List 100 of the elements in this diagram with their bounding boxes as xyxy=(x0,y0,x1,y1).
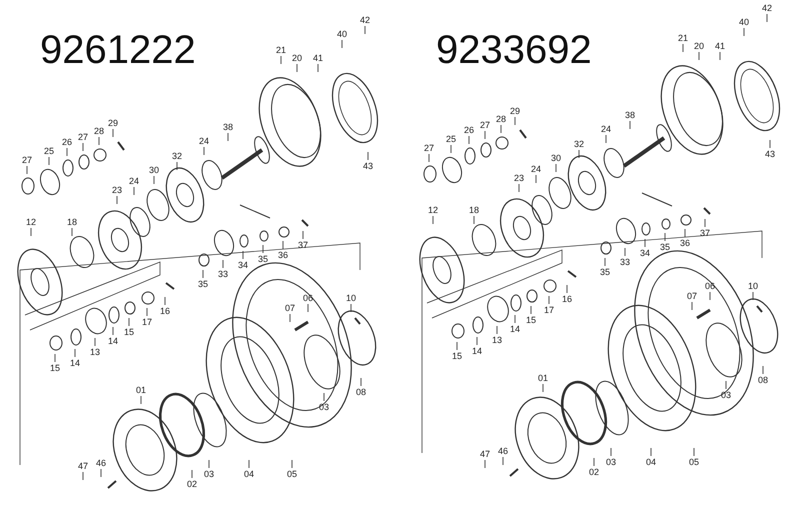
callout-number: 40 xyxy=(739,17,750,27)
callout-number: 43 xyxy=(765,149,776,159)
leader-line xyxy=(450,144,452,154)
leader-line xyxy=(542,384,544,392)
callout-number: 07 xyxy=(687,291,698,301)
callout-number: 14 xyxy=(510,324,520,334)
callout-number: 16 xyxy=(562,294,572,304)
callout-number: 24 xyxy=(531,164,542,174)
leader-line xyxy=(112,326,114,336)
callout-number: 15 xyxy=(50,363,60,373)
leader-line xyxy=(548,296,550,304)
leader-line xyxy=(566,284,568,294)
leader-line xyxy=(98,136,100,146)
callout-number: 24 xyxy=(129,176,140,186)
leader-line xyxy=(112,128,114,138)
leader-line xyxy=(500,124,502,134)
leader-line xyxy=(484,460,486,468)
leader-line xyxy=(242,250,244,260)
callout-number: 33 xyxy=(620,257,630,267)
callout-number: 14 xyxy=(108,336,118,346)
callout-number: 38 xyxy=(625,110,636,120)
callout-number: 30 xyxy=(551,153,562,163)
leader-line xyxy=(202,270,204,278)
leader-line xyxy=(74,348,76,358)
callout-number: 33 xyxy=(218,269,228,279)
callout-number: 35 xyxy=(198,279,208,289)
callout-number: 17 xyxy=(544,305,554,315)
callout-number: 01 xyxy=(136,385,146,395)
callout-number: 10 xyxy=(748,281,758,291)
leader-line xyxy=(502,456,504,466)
leader-line xyxy=(128,318,130,326)
callout-number: 03 xyxy=(606,457,616,467)
callout-number: 14 xyxy=(472,346,482,356)
callout-number: 06 xyxy=(303,293,314,303)
callout-number: 41 xyxy=(313,53,324,63)
leader-line xyxy=(484,130,486,140)
leader-line xyxy=(48,156,50,166)
leader-line xyxy=(682,44,684,52)
leader-line xyxy=(762,366,764,374)
callout-number: 04 xyxy=(646,457,656,467)
callout-number: 04 xyxy=(244,469,254,479)
callout-number: 15 xyxy=(452,351,462,361)
callout-number: 12 xyxy=(26,217,36,227)
callout-number: 03 xyxy=(319,402,330,412)
callout-number: 13 xyxy=(90,347,100,357)
callout-number: 23 xyxy=(112,185,122,195)
part-number-heading: 9261222 xyxy=(40,28,196,72)
leader-line xyxy=(302,230,304,240)
leader-line xyxy=(364,26,366,34)
leader-line xyxy=(350,304,352,312)
callout-number: 01 xyxy=(538,373,548,383)
leader-line xyxy=(100,468,102,478)
callout-number: 24 xyxy=(601,124,612,134)
callout-number: 37 xyxy=(298,240,308,250)
leader-line xyxy=(752,292,754,300)
leader-line xyxy=(282,240,284,250)
callout-number: 42 xyxy=(360,15,370,25)
leader-line xyxy=(766,14,768,22)
leader-line xyxy=(296,64,298,72)
callout-number: 12 xyxy=(428,205,438,215)
leader-line xyxy=(82,142,84,152)
leader-line xyxy=(518,184,520,192)
leader-line xyxy=(476,336,478,346)
callout-number: 10 xyxy=(346,293,356,303)
leader-line xyxy=(94,338,96,346)
leader-line xyxy=(164,296,166,306)
leader-line xyxy=(248,460,250,468)
callout-number: 47 xyxy=(480,449,490,459)
callout-number: 14 xyxy=(70,358,80,368)
callout-number: 03 xyxy=(204,469,214,479)
callout-number: 24 xyxy=(199,136,210,146)
callout-number: 26 xyxy=(464,125,474,135)
leader-line xyxy=(360,378,362,386)
callout-number: 34 xyxy=(640,248,650,258)
callout-number: 20 xyxy=(694,41,704,51)
callout-number: 32 xyxy=(574,139,584,149)
callout-number: 29 xyxy=(510,106,520,116)
callout-number: 15 xyxy=(526,315,536,325)
leader-line xyxy=(530,306,532,314)
callout-number: 17 xyxy=(142,317,152,327)
leader-line xyxy=(140,396,142,404)
callout-number: 25 xyxy=(446,134,456,144)
callout-number: 28 xyxy=(496,114,506,124)
callout-number: 03 xyxy=(721,390,732,400)
leader-line xyxy=(176,162,178,170)
leader-line xyxy=(82,472,84,480)
leader-line xyxy=(514,116,516,126)
callout-number: 21 xyxy=(678,33,688,43)
leader-line xyxy=(684,228,686,238)
callout-number: 08 xyxy=(758,375,768,385)
callout-number: 26 xyxy=(62,137,72,147)
callout-number: 43 xyxy=(363,161,374,171)
leader-line xyxy=(514,314,516,324)
leader-line xyxy=(208,460,210,468)
leader-line xyxy=(262,244,264,254)
leader-line xyxy=(280,56,282,64)
callout-number: 05 xyxy=(689,457,700,467)
callout-number: 30 xyxy=(149,165,160,175)
callout-number: 20 xyxy=(292,53,302,63)
callout-number: 23 xyxy=(514,173,524,183)
